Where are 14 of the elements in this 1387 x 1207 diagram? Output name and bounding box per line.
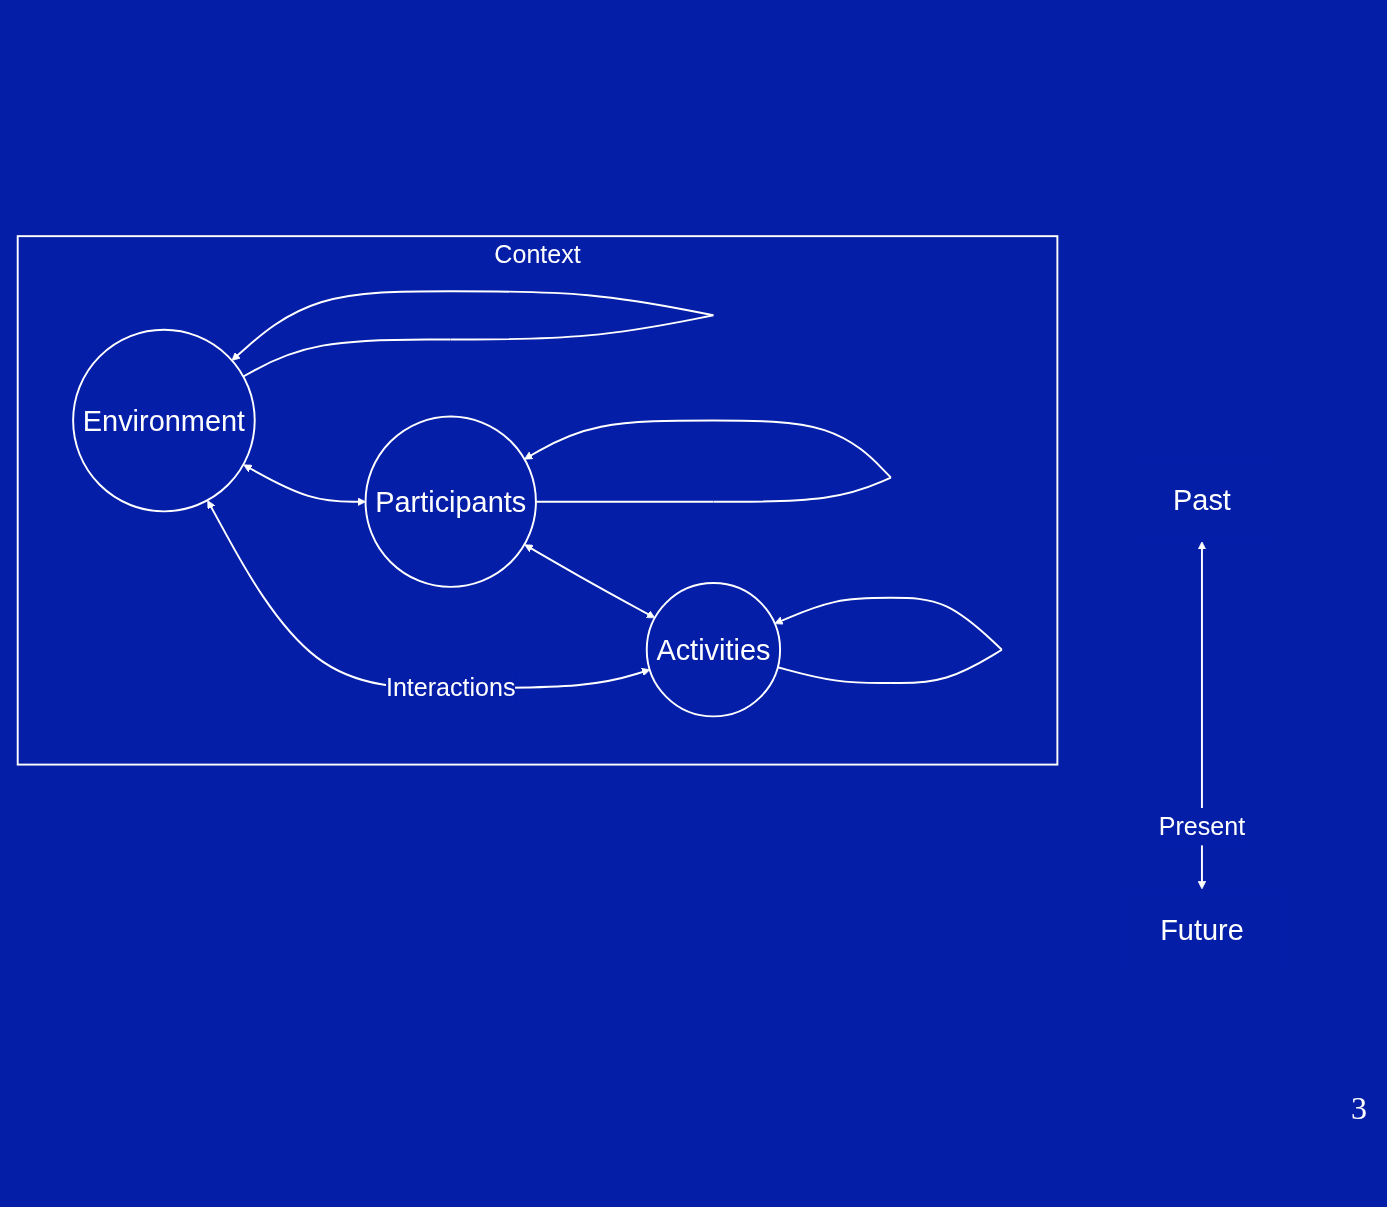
arrow	[524, 419, 892, 503]
page-number: 3	[1351, 1090, 1367, 1127]
arrow	[231, 290, 715, 378]
node-circle: Environment	[72, 328, 256, 513]
node-circle: Activities	[645, 582, 782, 718]
node-text: Future	[1160, 913, 1244, 946]
arrow	[524, 544, 656, 619]
arrow	[1197, 541, 1207, 890]
node-circle: Participants	[364, 415, 537, 588]
edge-label: Interactions	[385, 673, 516, 703]
node-text: Past	[1173, 484, 1231, 517]
edge-label: Present	[1158, 811, 1246, 841]
arrow	[243, 464, 366, 506]
arrow	[774, 596, 1003, 684]
